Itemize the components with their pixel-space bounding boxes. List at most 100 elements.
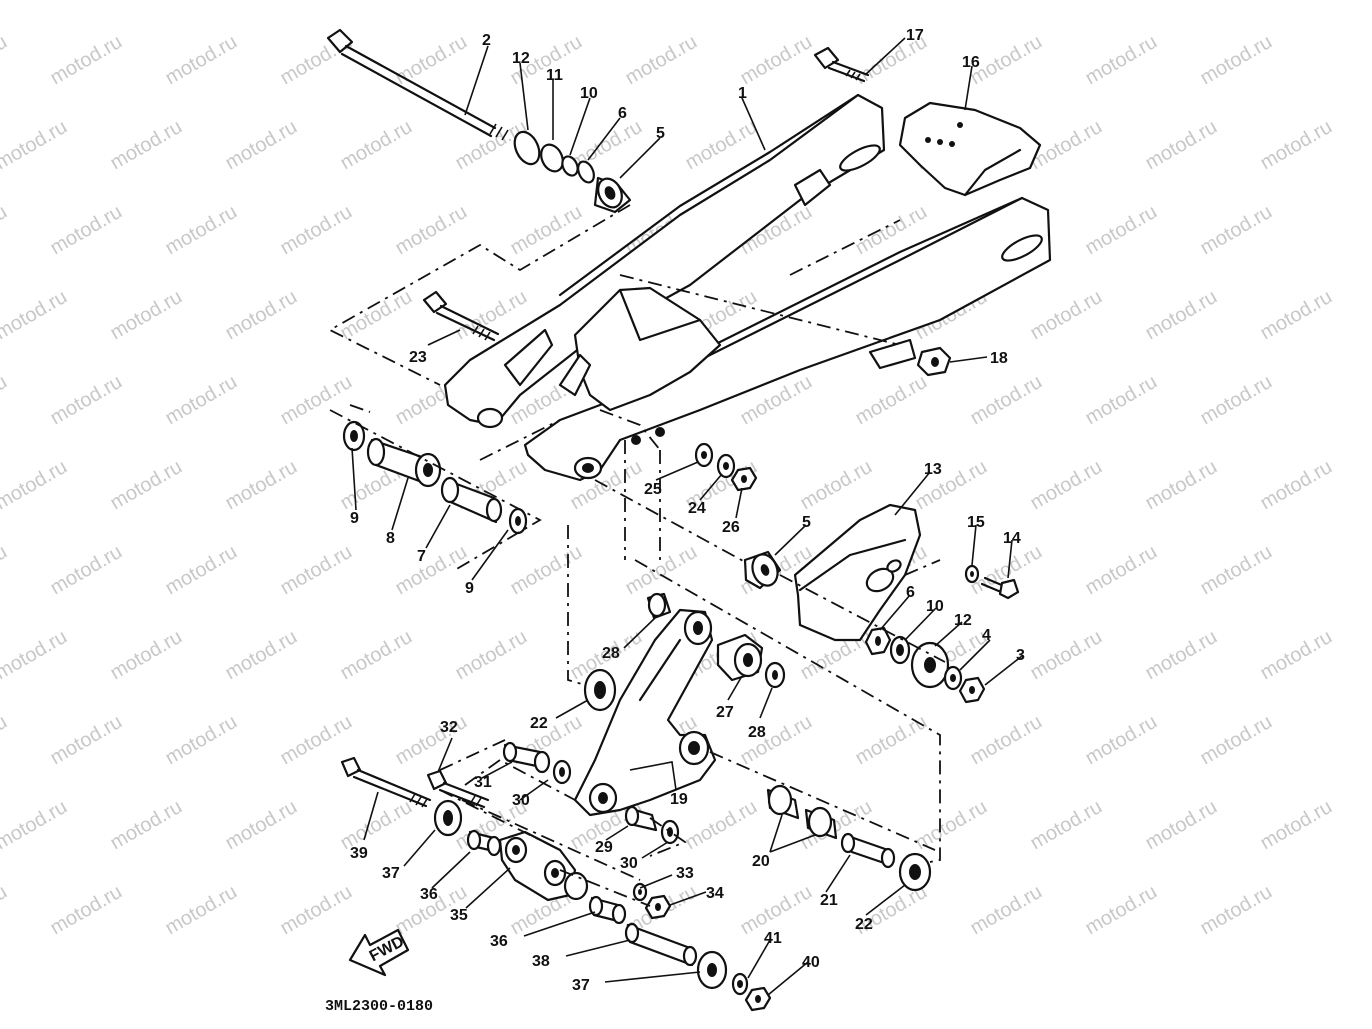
watermark-text: motod.ru: [107, 626, 186, 685]
seal-22-upper: [583, 668, 617, 712]
watermark-text: motod.ru: [222, 286, 301, 345]
callout-label: 21: [820, 892, 838, 909]
watermark-text: motod.ru: [622, 31, 701, 90]
watermark-text: motod.ru: [0, 711, 11, 770]
chain-guide-16: [898, 101, 1042, 197]
callout-label: 26: [722, 519, 740, 536]
collars-37-36: [433, 799, 627, 925]
callout-label: 19: [670, 791, 688, 808]
watermark-text: motod.ru: [162, 881, 241, 940]
relay-arm-19: [573, 608, 717, 817]
watermark-text: motod.ru: [682, 796, 761, 855]
callout-label: 40: [802, 954, 820, 971]
callout-label: 10: [926, 598, 944, 615]
watermark-layer: motod.ru motod.ru motod.ru motod.ru motod.ru…: [0, 31, 1336, 940]
watermark-text: motod.ru: [277, 881, 356, 940]
watermark-text: motod.ru: [1257, 286, 1336, 345]
watermark-text: motod.ru: [1197, 371, 1276, 430]
bolt-23: [422, 290, 500, 342]
watermark-text: motod.ru: [452, 626, 531, 685]
callout-label: 31: [474, 774, 492, 791]
watermark-text: motod.ru: [337, 626, 416, 685]
watermark-text: motod.ru: [852, 711, 931, 770]
watermark-text: motod.ru: [0, 201, 11, 260]
callout-label: 38: [532, 953, 550, 970]
callout-label: 39: [350, 845, 368, 862]
watermark-text: motod.ru: [1082, 201, 1161, 260]
parts-37-41-40: [696, 950, 772, 1012]
chain-slider-13: [793, 503, 922, 642]
leader-lines: [351, 37, 1023, 996]
callout-label: 6: [906, 584, 915, 601]
callout-label: 33: [676, 865, 694, 882]
callout-label: 16: [962, 54, 980, 71]
callout-label: 2: [482, 32, 491, 49]
callout-label: 36: [490, 933, 508, 950]
callout-label: 11: [546, 67, 563, 84]
callout-label: 9: [465, 580, 474, 597]
watermark-text: motod.ru: [0, 541, 11, 600]
watermark-text: motod.ru: [47, 371, 126, 430]
watermark-text: motod.ru: [107, 456, 186, 515]
callout-label: 22: [530, 715, 548, 732]
watermark-text: motod.ru: [392, 201, 471, 260]
callout-label: 13: [924, 461, 942, 478]
watermark-text: motod.ru: [47, 541, 126, 600]
callout-label: 15: [967, 514, 985, 531]
watermark-text: motod.ru: [47, 711, 126, 770]
watermark-text: motod.ru: [1027, 796, 1106, 855]
watermark-text: motod.ru: [0, 31, 11, 90]
watermark-text: motod.ru: [162, 31, 241, 90]
connecting-rod-35: [498, 830, 589, 902]
watermark-text: motod.ru: [1142, 116, 1221, 175]
watermark-text: motod.ru: [1257, 116, 1336, 175]
watermark-text: motod.ru: [1197, 541, 1276, 600]
callout-label: 24: [688, 500, 706, 517]
collars-20-21-22: [766, 784, 932, 892]
callout-label: 27: [716, 704, 734, 721]
callout-label: 5: [656, 125, 665, 142]
watermark-text: motod.ru: [1082, 31, 1161, 90]
callout-label: 22: [855, 916, 873, 933]
watermark-text: motod.ru: [1197, 711, 1276, 770]
callout-label: 14: [1003, 530, 1021, 547]
watermark-text: motod.ru: [47, 881, 126, 940]
callout-label: 35: [450, 907, 468, 924]
collar-38: [624, 922, 698, 967]
watermark-text: motod.ru: [967, 711, 1046, 770]
watermark-text: motod.ru: [162, 201, 241, 260]
watermark-text: motod.ru: [1027, 456, 1106, 515]
watermark-text: motod.ru: [1197, 201, 1276, 260]
callout-label: 10: [580, 85, 598, 102]
watermark-text: motod.ru: [162, 541, 241, 600]
watermark-text: motod.ru: [222, 626, 301, 685]
bolt-14-washer-15: [964, 564, 1020, 600]
callout-label: 20: [752, 853, 770, 870]
collars-28-27: [646, 592, 786, 689]
collar-5-lower: [743, 550, 782, 590]
watermark-text: motod.ru: [222, 796, 301, 855]
watermark-text: motod.ru: [337, 796, 416, 855]
washer-nut-33-34: [632, 882, 672, 920]
watermark-text: motod.ru: [1142, 626, 1221, 685]
watermark-text: motod.ru: [1257, 796, 1336, 855]
callout-label: 23: [409, 349, 427, 366]
callout-label: 1: [738, 85, 747, 102]
watermark-text: motod.ru: [1197, 31, 1276, 90]
right-pivot-parts: [864, 626, 986, 704]
callout-label: 12: [954, 612, 972, 629]
bushing-parts-left: [342, 420, 528, 535]
watermark-text: motod.ru: [1142, 456, 1221, 515]
watermark-text: motod.ru: [107, 286, 186, 345]
callout-label: 25: [644, 481, 662, 498]
watermark-text: motod.ru: [1082, 711, 1161, 770]
collars-31-30-29: [502, 741, 680, 845]
bolt-39: [340, 756, 432, 808]
watermark-text: motod.ru: [507, 541, 586, 600]
watermark-text: motod.ru: [107, 116, 186, 175]
watermark-text: motod.ru: [0, 116, 71, 175]
watermark-text: motod.ru: [162, 711, 241, 770]
nut-18: [916, 346, 952, 377]
callout-label: 28: [602, 645, 620, 662]
watermark-text: motod.ru: [1027, 286, 1106, 345]
